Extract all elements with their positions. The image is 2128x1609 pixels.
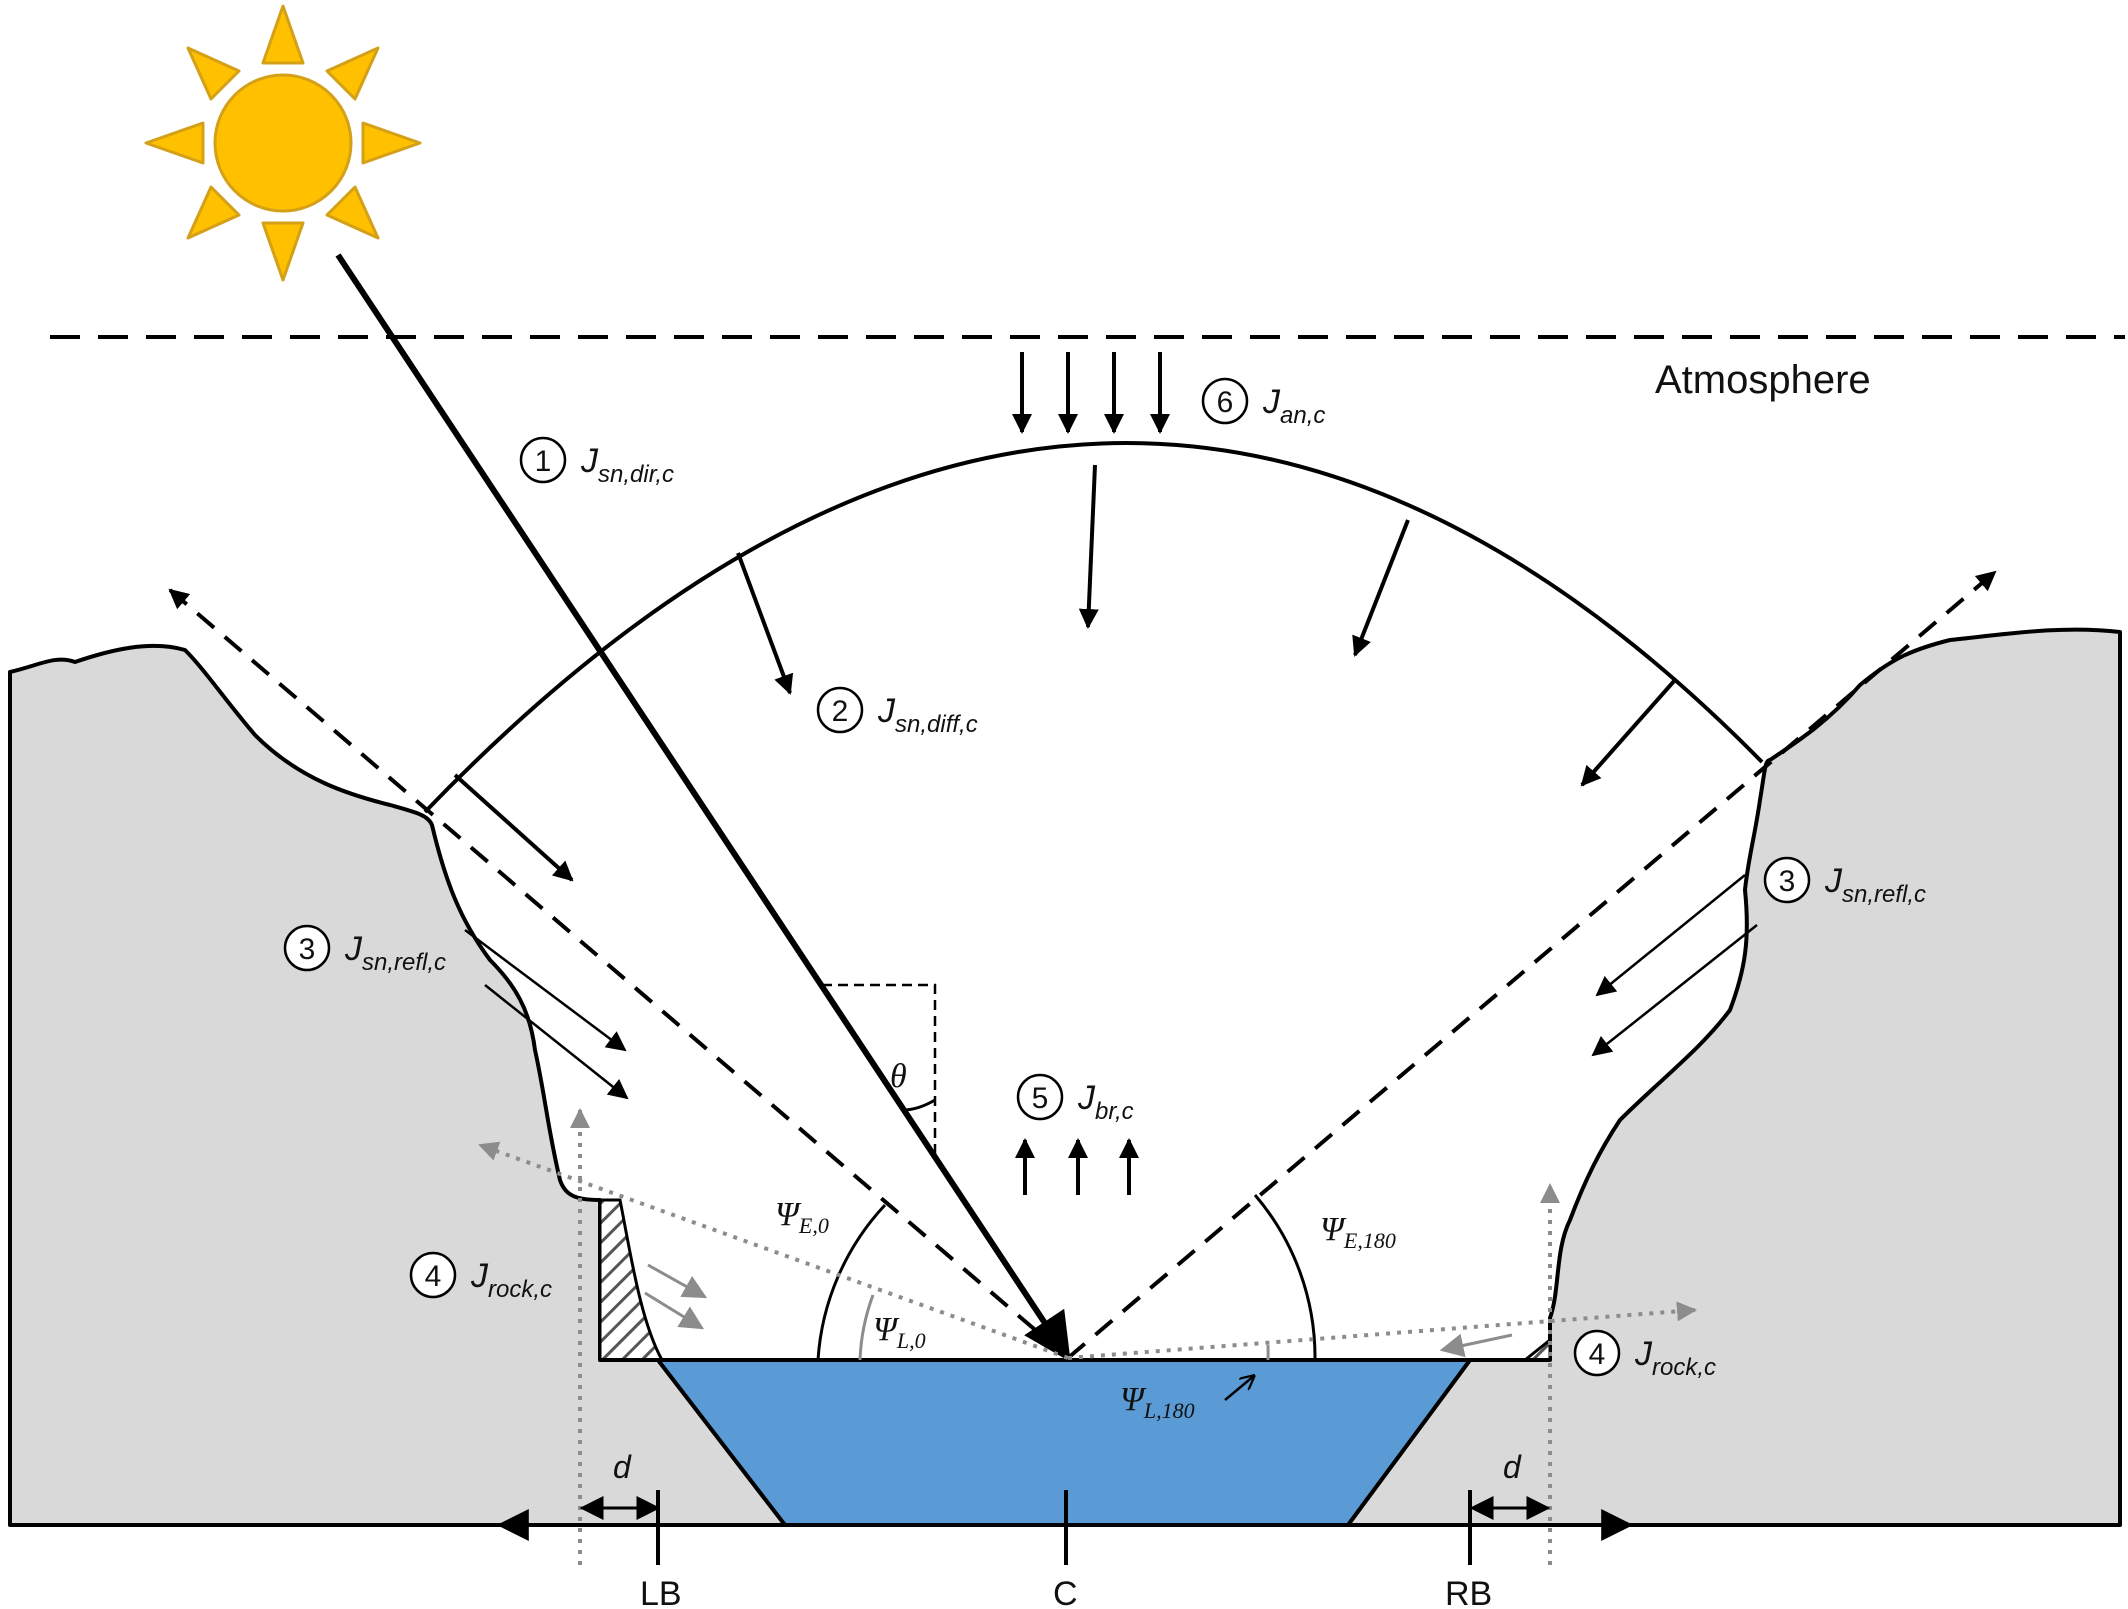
theta-arc	[902, 1098, 936, 1112]
right-bank-terrain	[1346, 627, 2122, 1527]
right-reflected-arrow-2	[1591, 924, 1758, 1057]
flux-3-left-label: 3 Jsn,refl,c	[283, 924, 446, 976]
psi-l0-label: ΨL,0	[873, 1311, 926, 1353]
svg-text:4: 4	[1589, 1338, 1606, 1371]
c-label: C	[1053, 1575, 1078, 1609]
svg-text:Jsn,dir,c: Jsn,dir,c	[580, 442, 674, 488]
right-rock-hatch	[1520, 1336, 1552, 1362]
svg-text:1: 1	[535, 445, 552, 478]
psi-l180-label: ΨL,180	[1120, 1381, 1195, 1423]
right-reflected-arrow-1	[1595, 874, 1746, 997]
theta-label: θ	[890, 1058, 907, 1095]
svg-text:5: 5	[1032, 1082, 1049, 1115]
svg-text:Jrock,c: Jrock,c	[1634, 1335, 1716, 1381]
diffuse-arrow-4	[1580, 678, 1677, 787]
flux-3-right-label: 3 Jsn,refl,c	[1763, 856, 1926, 908]
direct-beam-arrow	[335, 253, 1071, 1363]
psi-l0-arc	[858, 1294, 875, 1361]
d-right-label: d	[1503, 1449, 1522, 1485]
left-reflected-arrow-2	[484, 984, 629, 1100]
svg-text:Jsn,refl,c: Jsn,refl,c	[344, 930, 446, 976]
d-left-label: d	[613, 1449, 632, 1485]
svg-text:3: 3	[299, 933, 316, 966]
svg-text:Jrock,c: Jrock,c	[470, 1257, 552, 1303]
left-reflected-arrow-1	[464, 929, 627, 1052]
svg-text:Jsn,diff,c: Jsn,diff,c	[877, 692, 978, 738]
svg-text:3: 3	[1779, 865, 1796, 898]
sun-icon	[144, 4, 422, 282]
psi-e0-label: ΨE,0	[775, 1196, 829, 1238]
left-rock-arrow-2	[644, 1291, 705, 1330]
left-horizon-line	[168, 588, 1070, 1360]
right-horizon-line	[1066, 570, 1997, 1360]
psi-e180-arc	[1253, 1194, 1317, 1361]
atmosphere-label: Atmosphere	[1655, 358, 1871, 402]
svg-text:4: 4	[425, 1260, 442, 1293]
flux-5-label: 5 Jbr,c	[1016, 1073, 1134, 1125]
diffuse-arrow-2	[1078, 464, 1099, 629]
diffuse-arrow-1	[736, 552, 794, 695]
svg-text:Jsn,refl,c: Jsn,refl,c	[1824, 862, 1926, 908]
svg-text:6: 6	[1217, 386, 1234, 419]
psi-l180-pointer	[1224, 1375, 1255, 1401]
flux-1-label: 1 Jsn,dir,c	[519, 436, 674, 488]
left-bank-terrain	[8, 643, 787, 1527]
flux-4-left-label: 4 Jrock,c	[409, 1251, 552, 1303]
diffuse-arrow-5	[453, 773, 574, 882]
flux-6-label: 6 Jan,c	[1201, 377, 1325, 429]
sky-dome-arc	[423, 441, 1764, 814]
flux-2-label: 2 Jsn,diff,c	[816, 686, 978, 738]
svg-text:Jan,c: Jan,c	[1262, 383, 1325, 429]
left-rock-hatch	[598, 1198, 665, 1362]
flux-4-right-label: 4 Jrock,c	[1573, 1329, 1716, 1381]
rb-label: RB	[1445, 1575, 1492, 1609]
diffuse-arrow-3	[1352, 519, 1410, 657]
right-rock-arrow	[1439, 1333, 1513, 1358]
lb-label: LB	[640, 1575, 682, 1609]
psi-e180-label: ΨE,180	[1320, 1211, 1396, 1253]
svg-text:2: 2	[832, 695, 849, 728]
svg-text:Jbr,c: Jbr,c	[1077, 1079, 1134, 1125]
left-rock-arrow-1	[647, 1263, 708, 1299]
